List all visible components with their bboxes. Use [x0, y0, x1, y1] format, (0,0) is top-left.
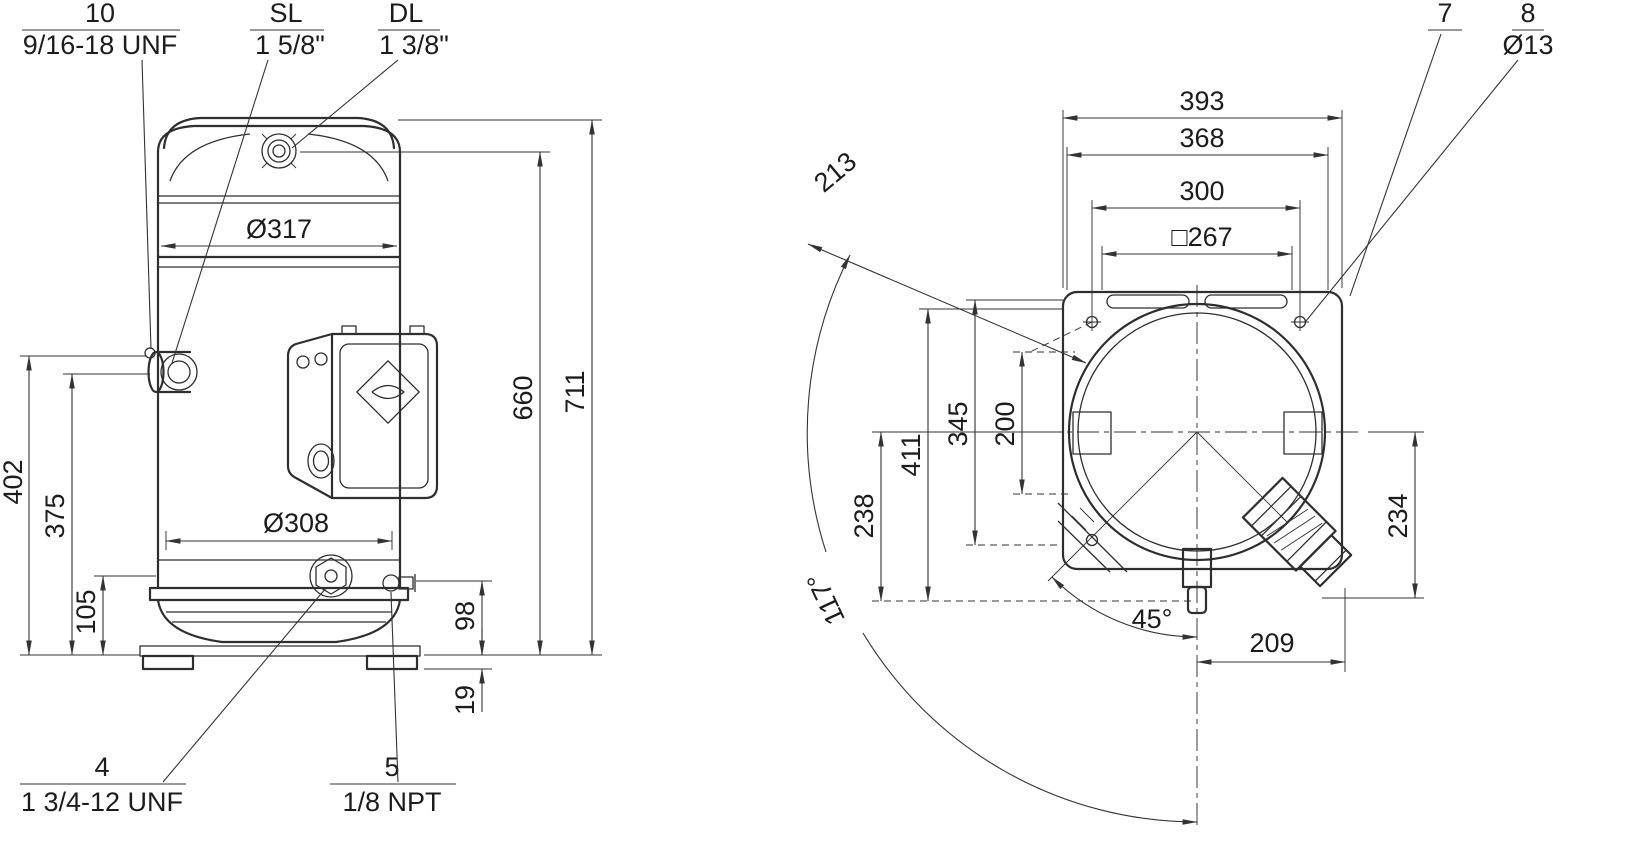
dim-345: 345 — [943, 299, 1063, 546]
dim-402-label: 402 — [0, 459, 28, 504]
callout-4: 4 1 3/4-12 UNF — [20, 587, 327, 817]
callout-dl: DL 1 3/8" — [291, 0, 449, 149]
dim-209-label: 209 — [1249, 628, 1294, 658]
discharge-fitting-dl — [261, 133, 297, 169]
dim-dia317-label: Ø317 — [246, 214, 312, 244]
dim-375: 375 — [40, 373, 150, 656]
dim-45deg: 45° — [1051, 576, 1198, 640]
compressor-shell — [139, 116, 421, 671]
callout-4-ref: 4 — [94, 752, 109, 782]
dim-402: 402 — [0, 355, 146, 656]
dim-393-label: 393 — [1179, 86, 1224, 116]
callout-sl: SL 1 5/8" — [171, 0, 325, 364]
dim-200-label: 200 — [990, 401, 1020, 446]
dim-45deg-label: 45° — [1132, 604, 1173, 634]
callout-5: 5 1/8 NPT — [330, 591, 456, 817]
callout-dl-ref: DL — [389, 0, 424, 28]
dim-238-label: 238 — [849, 493, 879, 538]
callout-8-ref: 8 — [1520, 0, 1535, 28]
callout-sl-ref: SL — [269, 0, 302, 28]
discharge-fitting-top — [1241, 476, 1353, 588]
dim-300-label: 300 — [1179, 176, 1224, 206]
callout-8: 8 Ø13 — [1305, 0, 1554, 322]
dim-dia308: Ø308 — [165, 508, 393, 550]
compressor-top — [1040, 285, 1360, 830]
dim-660-label: 660 — [508, 375, 538, 420]
callout-dl-spec: 1 3/8" — [379, 30, 449, 60]
callout-5-spec: 1/8 NPT — [342, 787, 441, 817]
dim-267: □267 — [1101, 222, 1293, 290]
callout-10-ref: 10 — [85, 0, 115, 28]
callout-7: 7 — [1349, 0, 1462, 297]
brand-logo — [356, 360, 420, 424]
dim-200: 200 — [990, 351, 1075, 495]
dim-345-label: 345 — [943, 401, 973, 446]
dim-209: 209 — [1196, 588, 1346, 672]
dim-267-label: □267 — [1171, 222, 1232, 252]
dim-368-label: 368 — [1179, 123, 1224, 153]
mounting-slot-right — [1204, 294, 1288, 309]
suction-fitting-sl — [144, 347, 198, 394]
dim-19-label: 19 — [450, 685, 480, 715]
callout-10-spec: 9/16-18 UNF — [23, 30, 178, 60]
mounting-plate — [1057, 290, 1344, 573]
dim-dia308-label: Ø308 — [263, 508, 329, 538]
dim-711: 711 — [398, 119, 602, 656]
callout-5-ref: 5 — [384, 752, 399, 782]
dim-375-label: 375 — [40, 493, 70, 538]
dim-234-label: 234 — [1383, 493, 1413, 538]
callout-4-spec: 1 3/4-12 UNF — [21, 787, 183, 817]
schrader-fitting — [382, 574, 416, 592]
callout-7-ref: 7 — [1437, 0, 1452, 28]
service-port-10 — [144, 347, 156, 359]
callout-10: 10 9/16-18 UNF — [22, 0, 180, 350]
mounting-slot-left — [1106, 294, 1190, 309]
dim-dia317: Ø317 — [160, 214, 398, 249]
side-view: Ø317 Ø308 402 375 105 66 — [0, 0, 602, 817]
dim-19: 19 — [424, 630, 492, 715]
dim-234: 234 — [1322, 431, 1424, 599]
dim-105: 105 — [71, 575, 156, 656]
side-tab-left — [1072, 411, 1112, 455]
dim-98-label: 98 — [450, 601, 480, 631]
top-view: 393 368 300 □267 213 — [801, 0, 1554, 830]
callout-8-spec: Ø13 — [1502, 30, 1553, 60]
bolt-hole-bottom-left — [1085, 533, 1099, 547]
sight-glass — [307, 443, 335, 479]
terminal-box — [286, 325, 439, 500]
dim-411: 411 — [896, 308, 1063, 602]
dim-411-label: 411 — [896, 433, 926, 476]
callout-sl-spec: 1 5/8" — [255, 30, 325, 60]
oil-fitting — [309, 554, 353, 598]
dim-300: 300 — [1091, 176, 1301, 314]
dim-660: 660 — [300, 151, 602, 656]
dim-711-label: 711 — [560, 370, 590, 413]
side-tab-right — [1283, 411, 1323, 455]
dim-393: 393 — [1062, 86, 1343, 288]
dim-105-label: 105 — [71, 589, 101, 634]
